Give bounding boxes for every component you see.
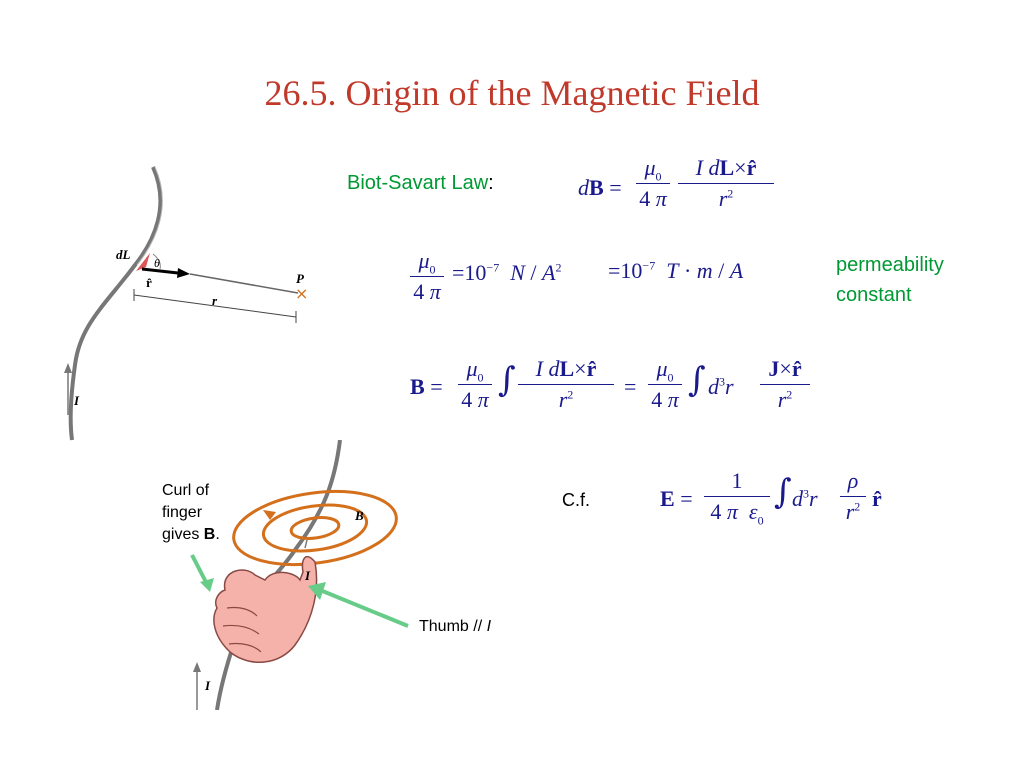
lower-current-label: I [204, 678, 211, 693]
hand-icon [213, 555, 318, 663]
current-wire [68, 166, 163, 441]
current-arrow-icon [64, 363, 72, 373]
rhat-arrow-icon [177, 268, 190, 278]
field-loop-inner [289, 516, 341, 540]
field-arrow-icon [263, 510, 276, 520]
field-loop-middle [261, 503, 369, 553]
dl-arrow-icon [136, 253, 150, 271]
thumb-caption: Thumb // I [419, 618, 492, 635]
permeability-constant-label: permeability constant [836, 254, 944, 306]
wire-current-label: I [304, 568, 311, 583]
p-marker-icon: × [295, 284, 308, 303]
biot-savart-label: Biot-Savart Law: [347, 172, 494, 194]
dl-label: dL [116, 247, 131, 262]
right-hand-rule-diagram: B I I [193, 440, 398, 710]
current-label: I [73, 393, 80, 408]
cf-label: C.f. [562, 490, 591, 510]
pointer-arrows [190, 554, 409, 628]
curl-caption: Curl of finger gives B. [162, 482, 220, 543]
biot-lhs: dB = [578, 175, 622, 200]
field-loop-outer [232, 490, 398, 566]
r-label: r [212, 293, 218, 308]
biot-fraction: I dL×r̂r2 [678, 155, 774, 212]
thumb-pointer-arrow [319, 588, 409, 628]
theta-label: θ [154, 256, 160, 270]
page-title: 26.5. Origin of the Magnetic Field [264, 73, 760, 113]
rhat-label: r̂ [146, 275, 152, 290]
current-arrow-lower-icon [193, 662, 201, 672]
p-label: P [296, 271, 305, 286]
biot-savart-diagram: × dL θ r̂ P r I [64, 166, 308, 441]
b-field-label: B [354, 508, 364, 523]
